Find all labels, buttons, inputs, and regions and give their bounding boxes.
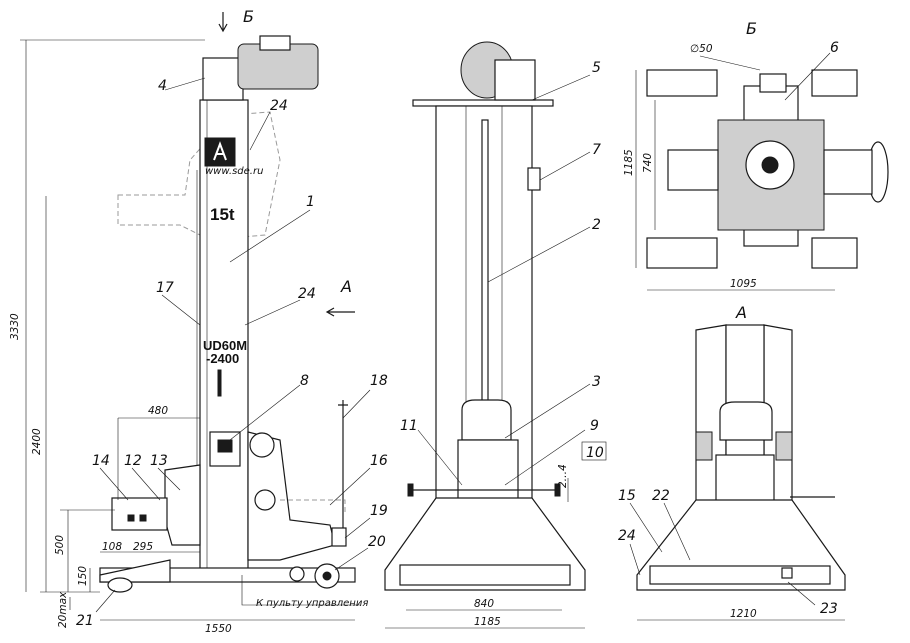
- callout-13: 13: [150, 453, 168, 469]
- logo-url: www.sde.ru: [205, 166, 263, 177]
- dim-outer-width: 1185: [474, 616, 501, 628]
- dim-rear-width: 1210: [730, 608, 757, 620]
- dim-ground-clearance: 20max: [57, 591, 69, 628]
- indicator-slot: [217, 369, 222, 397]
- logo-plate: [204, 137, 236, 167]
- side-view: www.sde.ru 15t UD60M -2400: [99, 35, 360, 606]
- callout-16: 16: [370, 453, 388, 469]
- dim-offset-a: 108: [102, 541, 122, 553]
- dim-carriage-height: 500: [54, 535, 66, 555]
- model-label-line1: UD60M: [203, 338, 247, 353]
- callout-23: 23: [820, 601, 838, 617]
- callout-18: 18: [370, 373, 388, 389]
- side-dimensions: 3330 2400 500 150 20max 480 108 295 1550…: [9, 7, 368, 635]
- dim-lift-height: 2400: [31, 428, 43, 455]
- dim-gap: 2…4: [557, 464, 569, 488]
- callout-24-mid: 24: [298, 286, 316, 302]
- front-roller: [107, 577, 133, 593]
- callout-15: 15: [618, 488, 636, 504]
- callout-17: 17: [156, 280, 174, 296]
- dim-pin-diameter: ∅50: [690, 43, 713, 55]
- callout-7: 7: [592, 142, 601, 158]
- callout-5: 5: [592, 60, 601, 76]
- callout-24-top: 24: [270, 98, 288, 114]
- callout-3: 3: [592, 374, 601, 390]
- top-view-title: Б: [746, 19, 757, 38]
- callout-14: 14: [92, 453, 110, 469]
- dim-width: 1095: [730, 278, 757, 290]
- callout-12: 12: [124, 453, 142, 469]
- front-handle: [461, 399, 512, 441]
- top-dimensions: ∅50 1185 740 1095: [623, 43, 835, 291]
- callout-24-rear: 24: [618, 528, 636, 544]
- control-panel-note: К пульту управления: [256, 598, 368, 609]
- callout-19: 19: [370, 503, 388, 519]
- section-mark-b: Б: [243, 7, 254, 26]
- front-dimensions: 840 1185 2…4: [385, 464, 585, 629]
- dim-depth-outer: 1185: [623, 149, 635, 176]
- rear-handle: [719, 401, 773, 441]
- dim-depth-inner: 740: [642, 153, 654, 173]
- fork: [111, 497, 168, 531]
- rear-view-title: А: [735, 303, 747, 322]
- callout-1: 1: [306, 194, 315, 210]
- base-left: [99, 559, 171, 583]
- callout-8: 8: [300, 373, 309, 389]
- callout-10: 10: [586, 445, 604, 461]
- ghost-carriage-outline: [117, 111, 281, 241]
- gear-motor: [237, 43, 319, 90]
- gearbox: [202, 57, 244, 101]
- top-view: Б: [646, 19, 889, 269]
- capacity-label: 15t: [210, 205, 235, 224]
- callouts: 4 24 1 17 24 8 18 14 12 13 16 19 20 21 5…: [76, 40, 839, 629]
- callout-9: 9: [590, 418, 599, 434]
- model-label-line2: -2400: [206, 351, 239, 366]
- dim-total-height: 3330: [9, 313, 21, 340]
- rear-dimensions: 1210: [637, 608, 845, 621]
- dim-base-height: 150: [77, 566, 89, 586]
- callout-4: 4: [158, 78, 167, 94]
- dim-overall-length: 1550: [205, 623, 232, 635]
- dim-fork-reach: 480: [148, 405, 168, 417]
- callout-11: 11: [400, 418, 418, 434]
- callout-22: 22: [652, 488, 670, 504]
- front-view: [384, 41, 586, 591]
- carriage: [164, 464, 201, 546]
- dim-offset-b: 295: [133, 541, 153, 553]
- dim-inner-width: 840: [474, 598, 494, 610]
- callout-20: 20: [368, 534, 386, 550]
- callout-6: 6: [830, 40, 839, 56]
- lead-screw: [481, 119, 489, 411]
- callout-21: 21: [76, 613, 94, 629]
- callout-2: 2: [592, 217, 601, 233]
- tow-handle: [338, 400, 348, 530]
- rear-view: А: [636, 303, 846, 591]
- view-arrow-label-a: А: [340, 277, 352, 296]
